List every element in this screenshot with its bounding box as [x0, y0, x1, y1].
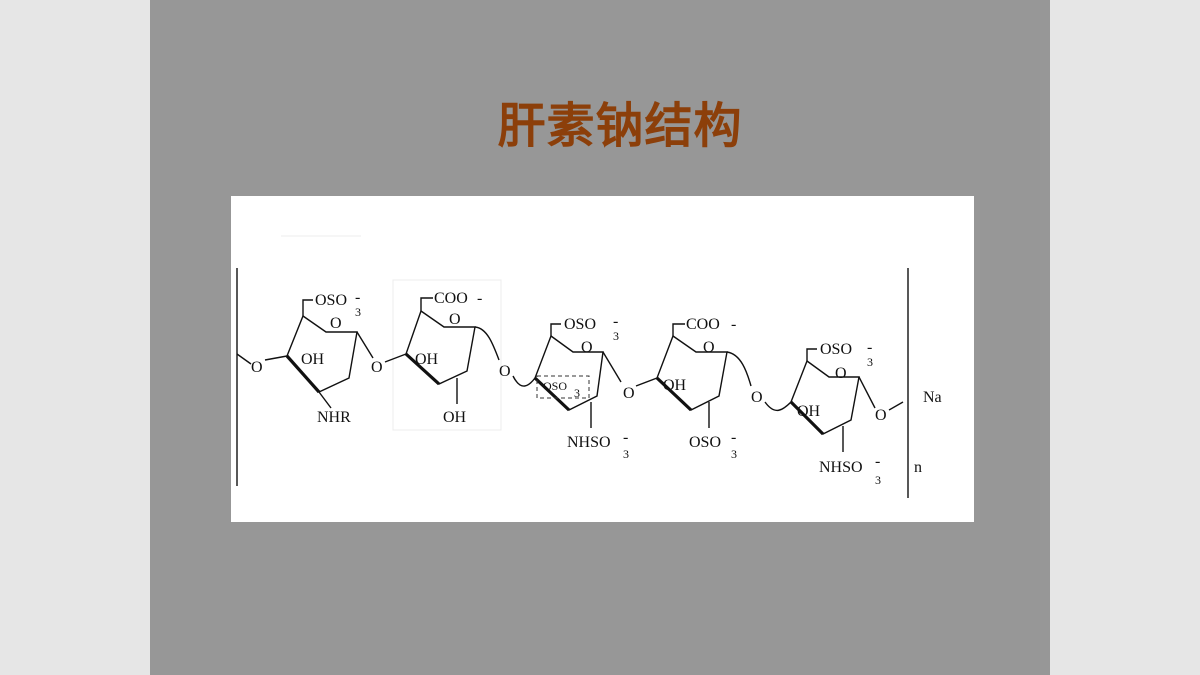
link-bond-0 — [236, 353, 252, 365]
ring-4 — [656, 334, 728, 411]
ring-5-ch2 — [806, 348, 817, 361]
link-bond-3b — [635, 377, 658, 387]
unit-5-bottom-charge: - — [875, 453, 880, 470]
slide-title: 肝素钠结构 — [497, 98, 743, 154]
link-bond-5b — [888, 401, 904, 411]
unit-1-ring-oxygen: O — [330, 315, 342, 332]
link-bond-3a — [602, 351, 622, 383]
ring-4-front-edge — [655, 376, 693, 412]
ring-5 — [790, 359, 860, 435]
unit-3-ring-oxygen: O — [581, 339, 593, 356]
ring-2-coo — [420, 297, 433, 311]
link-oxygen-4: O — [751, 389, 763, 406]
unit-2-top-group: COO — [434, 290, 468, 307]
unit-1-top-charge: - — [355, 289, 360, 306]
ring-2-front-edge — [404, 352, 441, 386]
unit-3-top-sub: 3 — [613, 329, 619, 343]
sugar-unit-1: OSO 3 - O OH NHR — [285, 289, 361, 426]
highlight-box — [536, 375, 590, 399]
unit-2-hydroxyl: OH — [415, 351, 439, 368]
link-bond-5a — [858, 376, 876, 409]
ring-1-front-edge — [285, 354, 321, 394]
heparin-structure-diagram: OSO 3 - O OH NHR COO - O OH OH — [236, 235, 942, 498]
unit-3-top-group: OSO — [564, 316, 596, 333]
link-oxygen-0: O — [251, 359, 263, 376]
unit-3-bottom-group: NHSO — [567, 434, 611, 451]
sugar-unit-4: COO - O OH OSO 3 - — [655, 316, 737, 461]
unit-4-bottom-charge: - — [731, 429, 736, 446]
unit-3-bottom-charge: - — [623, 429, 628, 446]
link-oxygen-1: O — [371, 359, 383, 376]
ring-4-coo — [672, 323, 685, 336]
unit-1-bottom-group: NHR — [317, 409, 351, 426]
unit-4-ring-oxygen: O — [703, 339, 715, 356]
link-oxygen-5: O — [875, 407, 887, 424]
link-bond-1a — [356, 331, 374, 359]
counter-ion-label: Na — [923, 389, 942, 406]
sugar-unit-3: OSO 3 - O OSO 3 NHSO 3 - — [533, 313, 629, 461]
link-bond-4a — [726, 351, 752, 387]
sugar-unit-5: OSO 3 - O OH NHSO 3 - — [789, 339, 881, 487]
link-bond-2a — [474, 326, 500, 361]
ring-3-ch2 — [550, 323, 561, 336]
link-oxygen-3: O — [623, 385, 635, 402]
slide: 肝素钠结构 OSO 3 - O OH NHR — [150, 0, 1050, 675]
ring-2 — [405, 309, 476, 385]
ring-3-front-edge — [533, 376, 571, 412]
heparin-structure-figure: OSO 3 - O OH NHR COO - O OH OH — [231, 196, 974, 522]
unit-5-bottom-group: NHSO — [819, 459, 863, 476]
ring-5-front-edge — [789, 400, 825, 436]
link-oxygen-2: O — [499, 363, 511, 380]
unit-3-mid-sub: 3 — [574, 386, 580, 400]
unit-3-bottom-sub: 3 — [623, 447, 629, 461]
sugar-unit-2: COO - O OH OH — [404, 290, 482, 426]
unit-4-bottom-group: OSO — [689, 434, 721, 451]
unit-1-hydroxyl: OH — [301, 351, 325, 368]
unit-5-bottom-sub: 3 — [875, 473, 881, 487]
link-bond-2b — [512, 375, 536, 387]
unit-1-top-sub: 3 — [355, 305, 361, 319]
unit-1-top-group: OSO — [315, 292, 347, 309]
unit-2-ring-oxygen: O — [449, 311, 461, 328]
unit-4-hydroxyl: OH — [663, 377, 687, 394]
link-bond-1b — [384, 353, 407, 363]
unit-4-top-group: COO — [686, 316, 720, 333]
unit-2-top-charge: - — [477, 290, 482, 307]
unit-5-ring-oxygen: O — [835, 365, 847, 382]
unit-5-top-charge: - — [867, 339, 872, 356]
unit-3-top-charge: - — [613, 313, 618, 330]
unit-3-mid-group: OSO — [543, 379, 567, 393]
ring-3 — [534, 334, 604, 411]
link-bond-0b — [264, 355, 288, 361]
unit-2-bottom-group: OH — [443, 409, 467, 426]
scan-artifact-box — [392, 279, 502, 431]
unit-5-hydroxyl: OH — [797, 403, 821, 420]
unit-5-top-sub: 3 — [867, 355, 873, 369]
unit-4-top-charge: - — [731, 316, 736, 333]
unit-4-bottom-sub: 3 — [731, 447, 737, 461]
unit-5-top-group: OSO — [820, 341, 852, 358]
ring-1-n-bond — [318, 391, 332, 409]
repeat-index-label: n — [914, 459, 922, 476]
ring-1-ch2 — [302, 299, 313, 316]
link-bond-4b — [764, 401, 792, 411]
